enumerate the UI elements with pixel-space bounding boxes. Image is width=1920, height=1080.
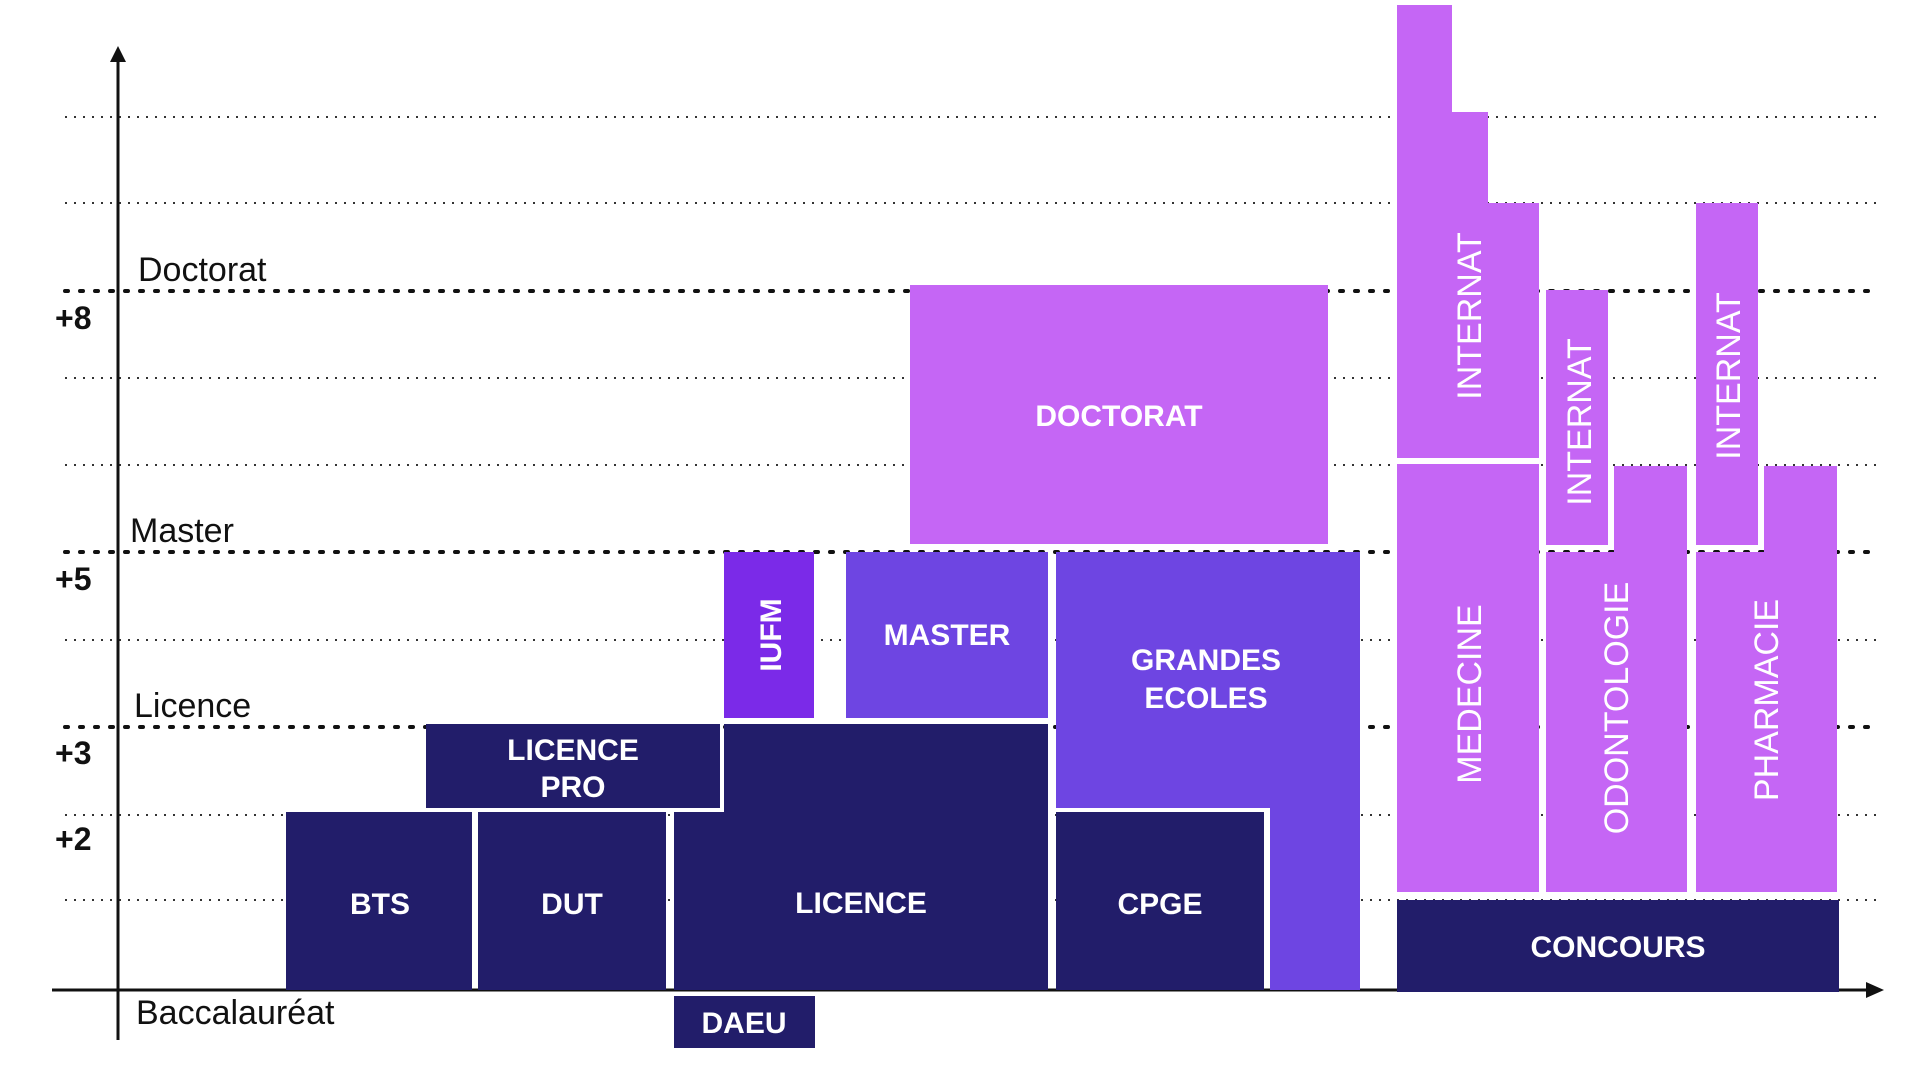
label-iufm: IUFM [755,598,788,671]
label-grandes-ecoles-line2: ECOLES [1144,682,1267,715]
label-doctorat: DOCTORAT [1035,400,1202,433]
block-pharmacie [1696,466,1837,892]
label-grandes-ecoles-line1: GRANDES [1131,644,1281,677]
block-cpge [1056,812,1264,990]
label-licence-pro-line1: LICENCE [507,734,639,767]
label-daeu: DAEU [701,1007,786,1040]
block-master [846,552,1048,718]
level-licence: Licence [134,687,251,725]
tick-label-plus8: +8 [55,300,91,336]
label-odontologie: ODONTOLOGIE [1598,582,1636,835]
tick-label-plus5: +5 [55,561,91,597]
label-pharmacie: PHARMACIE [1748,599,1786,801]
label-concours: CONCOURS [1530,931,1705,964]
tick-label-plus2: +2 [55,821,91,857]
block-iufm [724,552,814,718]
block-grandes-ecoles [1056,552,1360,990]
block-odontologie [1546,466,1687,892]
tick-label-plus3: +3 [55,735,91,771]
level-doctorat: Doctorat [138,251,267,289]
block-bts [286,812,472,990]
block-doctorat [910,285,1328,544]
block-internat-medecine [1397,5,1539,458]
label-medecine: MEDECINE [1451,604,1489,783]
block-internat-pharmacie [1696,203,1758,545]
level-baccalaureat: Baccalauréat [136,994,335,1032]
label-master: MASTER [884,619,1011,652]
block-internat-odontologie [1546,290,1608,545]
block-dut [478,812,666,990]
level-master: Master [130,512,234,550]
label-internat-odontologie: INTERNAT [1561,338,1599,505]
label-dut: DUT [541,888,603,921]
block-licence [674,724,1048,990]
label-bts: BTS [350,888,410,921]
block-licence-pro [426,724,720,808]
x-axis-arrow-icon [1866,982,1884,998]
label-licence: LICENCE [795,887,927,920]
label-internat-pharmacie: INTERNAT [1710,292,1748,459]
label-cpge: CPGE [1117,888,1202,921]
block-medecine [1397,464,1539,892]
label-internat-medecine: INTERNAT [1451,232,1489,399]
label-licence-pro-line2: PRO [540,771,605,804]
block-concours [1397,900,1839,992]
y-axis-arrow-icon [110,46,126,62]
block-daeu [674,996,815,1048]
